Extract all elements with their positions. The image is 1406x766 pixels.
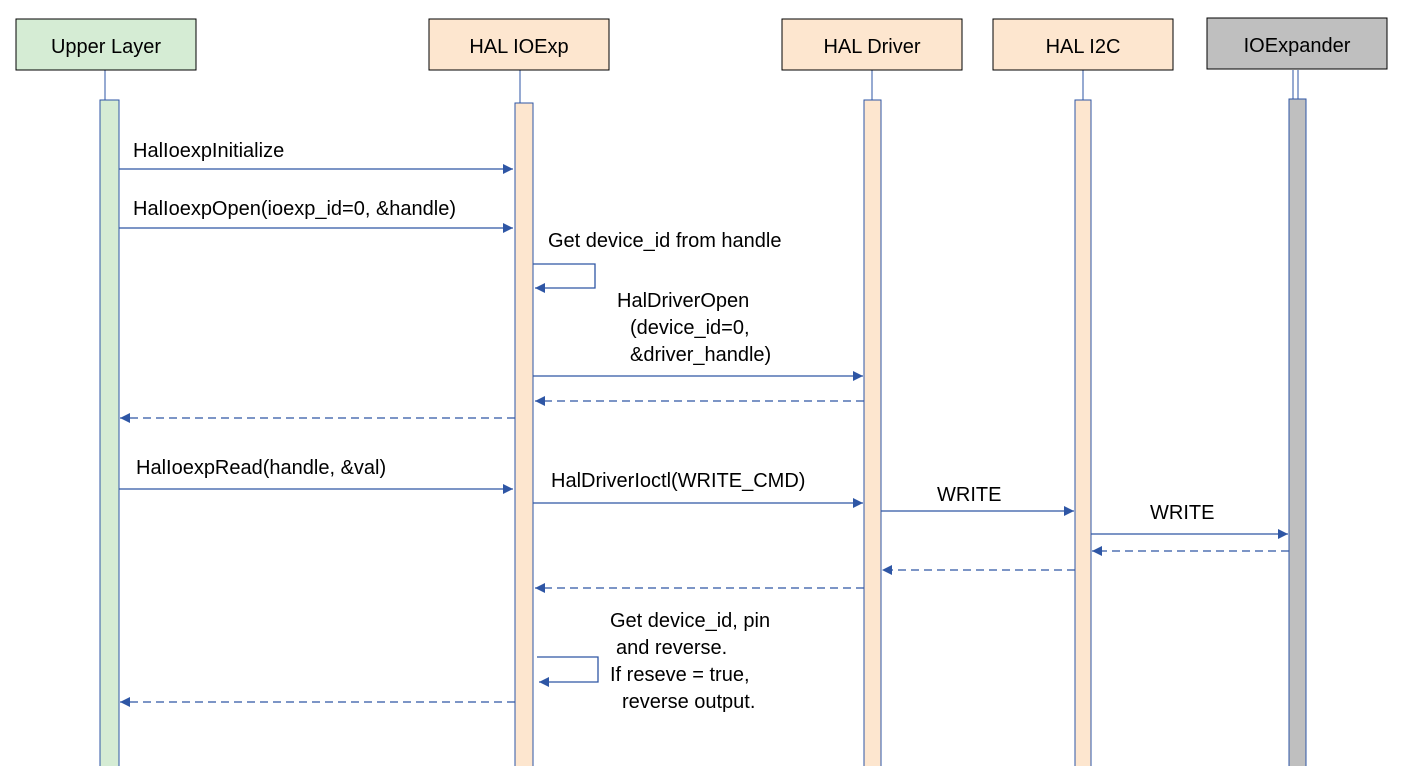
participant-label-hal-ioexp: HAL IOExp <box>469 36 568 58</box>
activation-bar-hal-i2c <box>1074 99 1092 766</box>
participant-hal-i2c: HAL I2C <box>992 18 1174 766</box>
message-label: Get device_id from handle <box>548 230 781 252</box>
message-label: WRITE <box>1150 502 1214 524</box>
activation-bar-hal-ioexp <box>514 102 534 766</box>
participant-hal-ioexp: HAL IOExp <box>428 18 610 766</box>
participant-label-hal-i2c: HAL I2C <box>1046 36 1121 58</box>
participant-box-upper <box>15 18 197 71</box>
message-label: and reverse. <box>616 637 727 659</box>
self-message-reverse-output: Get device_id, pin and reverse. If resev… <box>537 610 770 713</box>
message-label: HalDriverOpen <box>617 290 749 312</box>
message-label: reverse output. <box>622 691 755 713</box>
message-haldriver-ioctl: HalDriverIoctl(WRITE_CMD) <box>533 470 863 508</box>
participant-hal-driver: HAL Driver <box>781 18 963 766</box>
activation-bar-ioexpander <box>1288 98 1307 766</box>
message-label: HalIoexpOpen(ioexp_id=0, &handle) <box>133 198 456 220</box>
self-message-arrow <box>537 656 599 687</box>
message-halioexp-initialize: HalIoexpInitialize <box>119 140 513 174</box>
message-label: HalIoexpInitialize <box>133 140 284 162</box>
message-label: WRITE <box>937 484 1001 506</box>
message-label: Get device_id, pin <box>610 610 770 632</box>
participant-label-ioexpander: IOExpander <box>1244 35 1351 57</box>
message-label: HalDriverIoctl(WRITE_CMD) <box>551 470 805 492</box>
participant-ioexpander: IOExpander <box>1206 17 1388 766</box>
message-halioexp-open: HalIoexpOpen(ioexp_id=0, &handle) <box>119 198 513 233</box>
message-write-i2c-to-ioexpander: WRITE <box>1091 502 1288 539</box>
self-message-get-device-id: Get device_id from handle <box>533 230 781 293</box>
message-label: HalIoexpRead(handle, &val) <box>136 457 386 479</box>
participant-box-ioexpander <box>1206 17 1388 70</box>
message-label: If reseve = true, <box>610 664 750 686</box>
message-label: (device_id=0, <box>630 317 750 339</box>
activation-bar-hal-driver <box>863 99 882 766</box>
activation-bar-upper <box>99 99 120 766</box>
message-haldriver-open: HalDriverOpen (device_id=0, &driver_hand… <box>533 290 863 381</box>
participant-box-hal-i2c <box>992 18 1174 71</box>
participant-box-hal-ioexp <box>428 18 610 71</box>
message-write-driver-to-i2c: WRITE <box>881 484 1074 516</box>
participant-box-hal-driver <box>781 18 963 71</box>
participant-label-hal-driver: HAL Driver <box>823 36 920 58</box>
participant-upper: Upper Layer <box>15 18 197 766</box>
participant-label-upper: Upper Layer <box>51 36 161 58</box>
message-halioexp-read: HalIoexpRead(handle, &val) <box>119 457 513 494</box>
message-label: &driver_handle) <box>630 344 771 366</box>
self-message-arrow <box>533 263 596 293</box>
